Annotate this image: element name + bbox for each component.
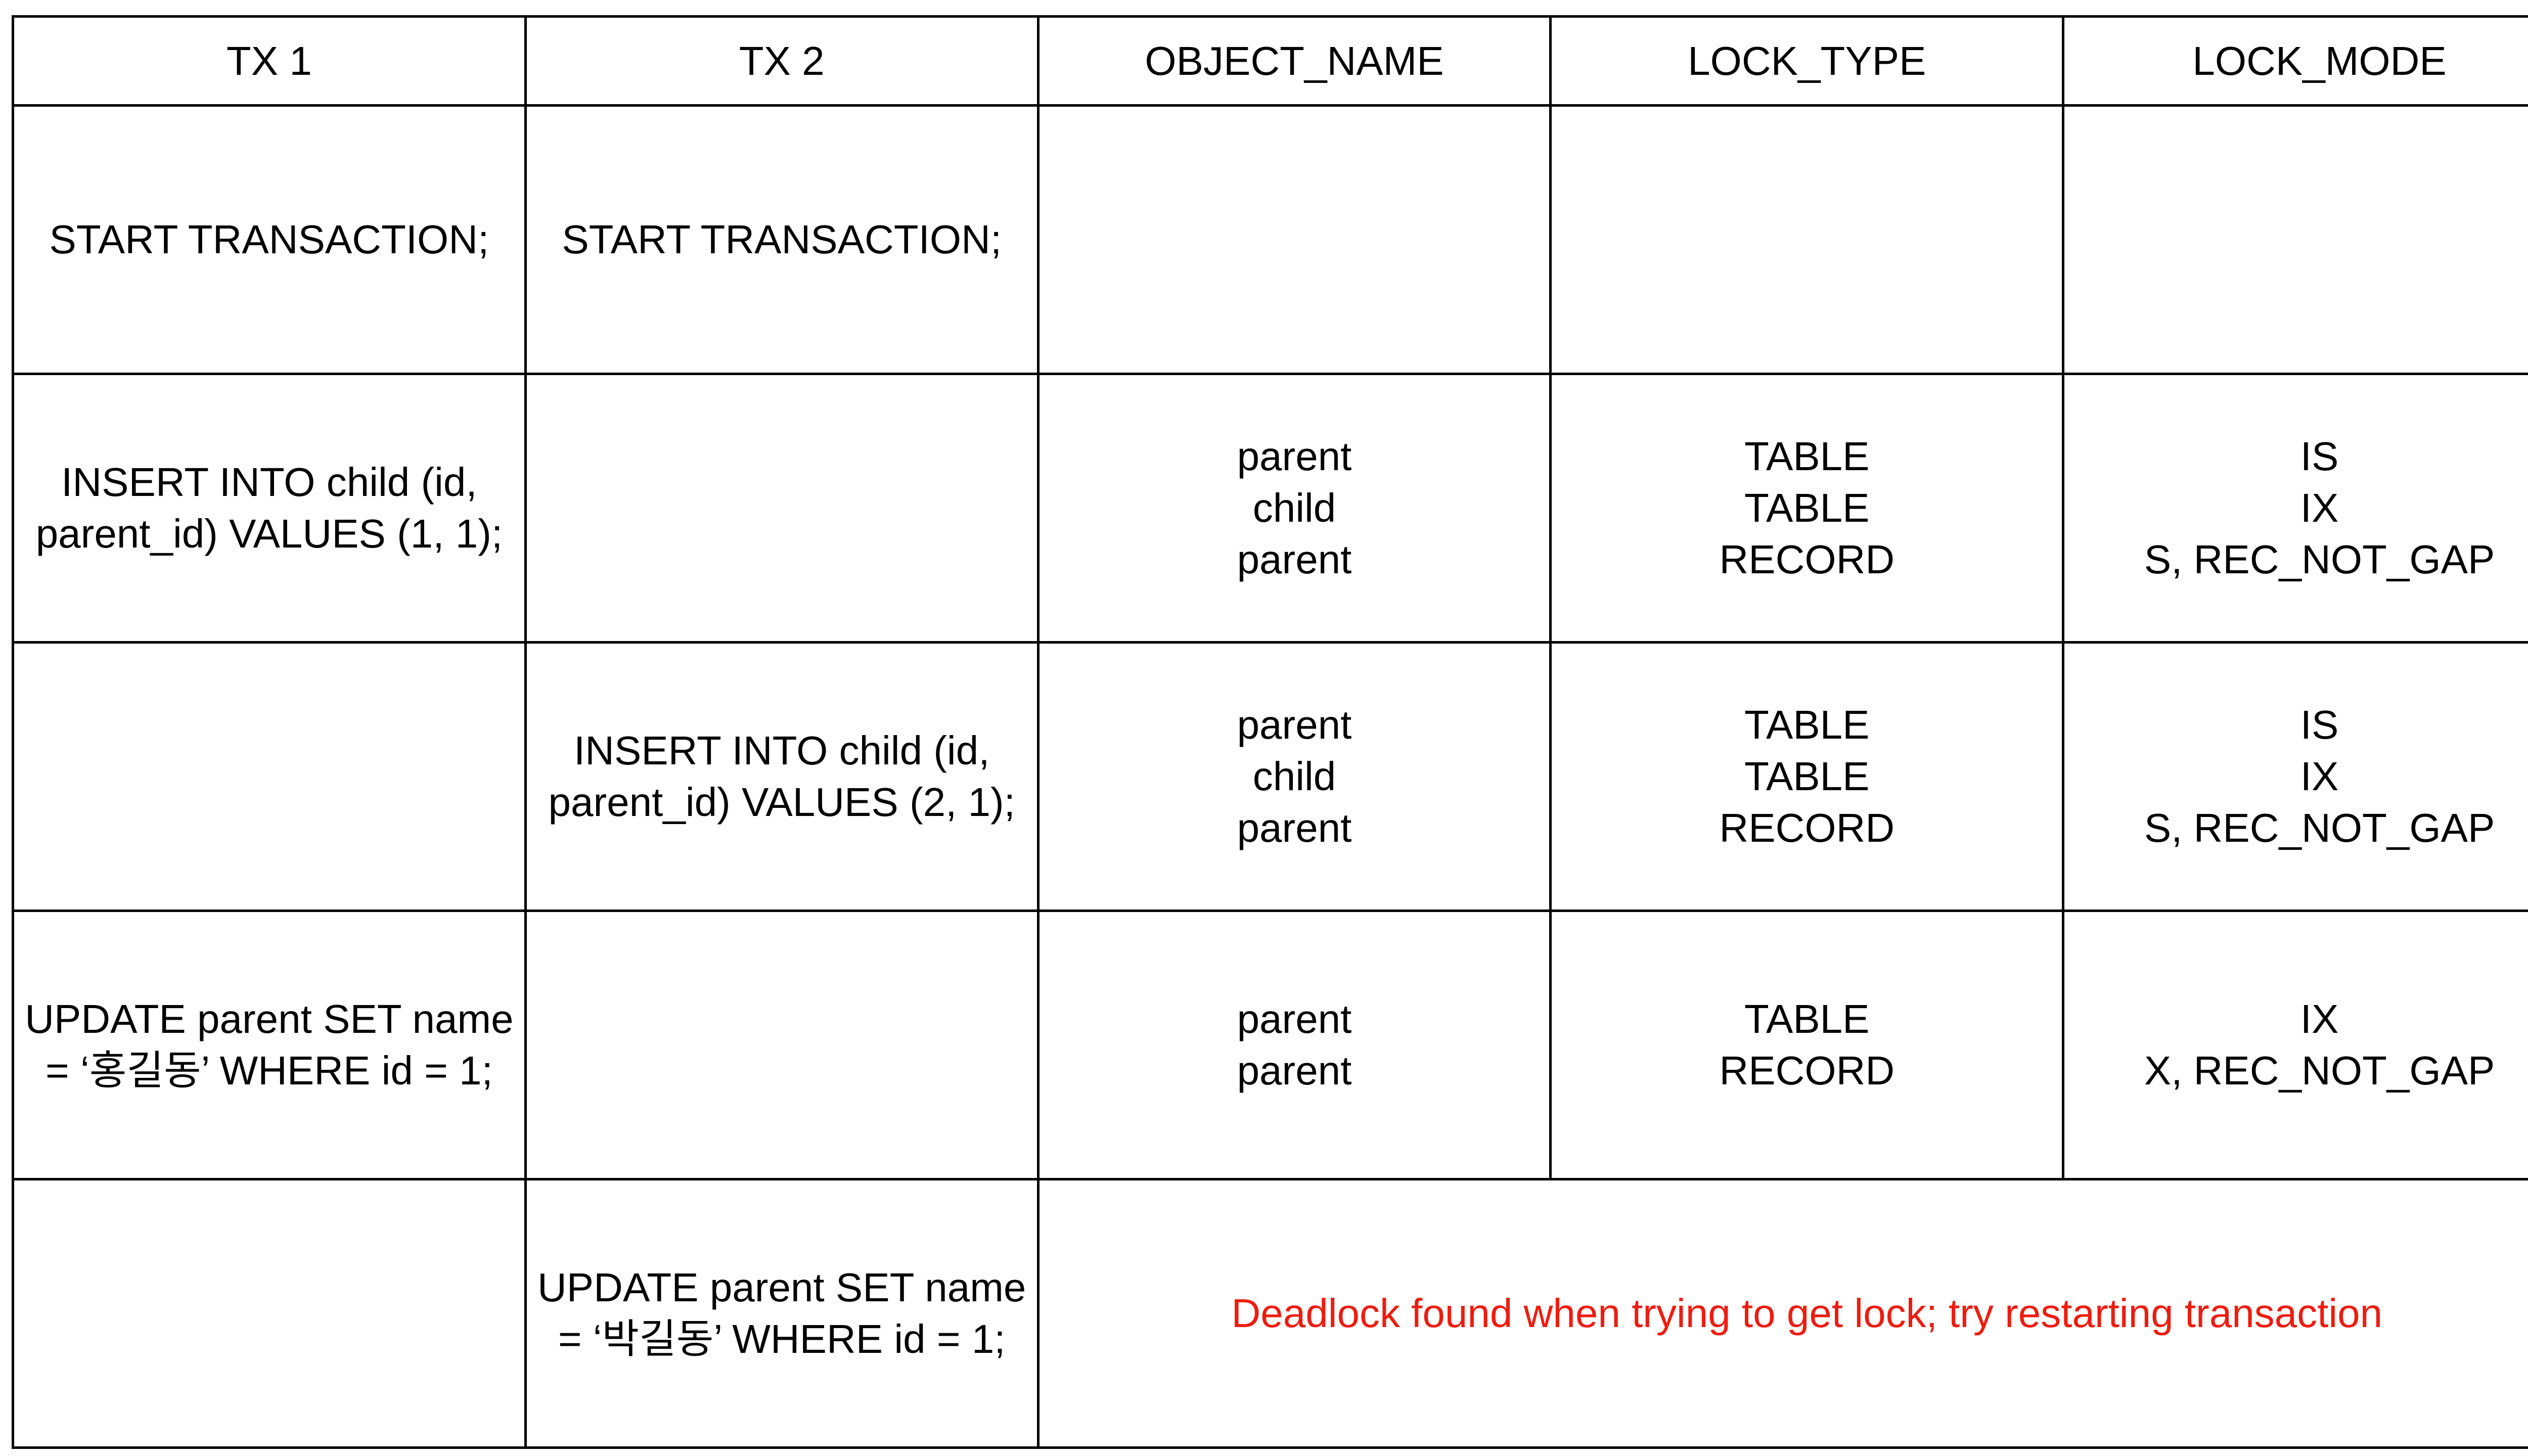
table-row: INSERT INTO child (id, parent_id) VALUES…	[12, 373, 2528, 644]
table-row: INSERT INTO child (id, parent_id) VALUES…	[12, 641, 2528, 912]
header-row: TX 1 TX 2 OBJECT_NAME LOCK_TYPE LOCK_MOD…	[12, 15, 2528, 107]
header-tx1: TX 1	[12, 15, 527, 107]
header-lock-type: LOCK_TYPE	[1549, 15, 2065, 107]
lock-type-cell	[1549, 104, 2065, 375]
table-row: START TRANSACTION; START TRANSACTION;	[12, 104, 2528, 375]
lock-mode-cell	[2062, 104, 2528, 375]
lock-mode-cell: IS IX S, REC_NOT_GAP	[2062, 373, 2528, 644]
deadlock-error-message: Deadlock found when trying to get lock; …	[1036, 1178, 2528, 1449]
lock-mode-cell: IS IX S, REC_NOT_GAP	[2062, 641, 2528, 912]
tx1-cell	[12, 641, 527, 912]
tx2-cell: UPDATE parent SET name = ‘박길동’ WHERE id …	[524, 1178, 1040, 1449]
tx2-cell	[524, 909, 1040, 1180]
lock-type-cell: TABLE TABLE RECORD	[1549, 373, 2065, 644]
lock-type-cell: TABLE TABLE RECORD	[1549, 641, 2065, 912]
lock-mode-cell: IX X, REC_NOT_GAP	[2062, 909, 2528, 1180]
lock-type-cell: TABLE RECORD	[1549, 909, 2065, 1180]
object-name-cell: parent child parent	[1036, 641, 1552, 912]
tx2-cell	[524, 373, 1040, 644]
header-lock-mode: LOCK_MODE	[2062, 15, 2528, 107]
tx1-cell: START TRANSACTION;	[12, 104, 527, 375]
tx2-cell: INSERT INTO child (id, parent_id) VALUES…	[524, 641, 1040, 912]
table-row: UPDATE parent SET name = ‘홍길동’ WHERE id …	[12, 909, 2528, 1180]
lock-table: TX 1 TX 2 OBJECT_NAME LOCK_TYPE LOCK_MOD…	[12, 15, 2528, 1449]
tx1-cell	[12, 1178, 527, 1449]
object-name-cell: parent child parent	[1036, 373, 1552, 644]
object-name-cell	[1036, 104, 1552, 375]
tx1-cell: UPDATE parent SET name = ‘홍길동’ WHERE id …	[12, 909, 527, 1180]
table-row: UPDATE parent SET name = ‘박길동’ WHERE id …	[12, 1178, 2528, 1449]
tx2-cell: START TRANSACTION;	[524, 104, 1040, 375]
tx1-cell: INSERT INTO child (id, parent_id) VALUES…	[12, 373, 527, 644]
header-tx2: TX 2	[524, 15, 1040, 107]
header-object-name: OBJECT_NAME	[1036, 15, 1552, 107]
object-name-cell: parent parent	[1036, 909, 1552, 1180]
